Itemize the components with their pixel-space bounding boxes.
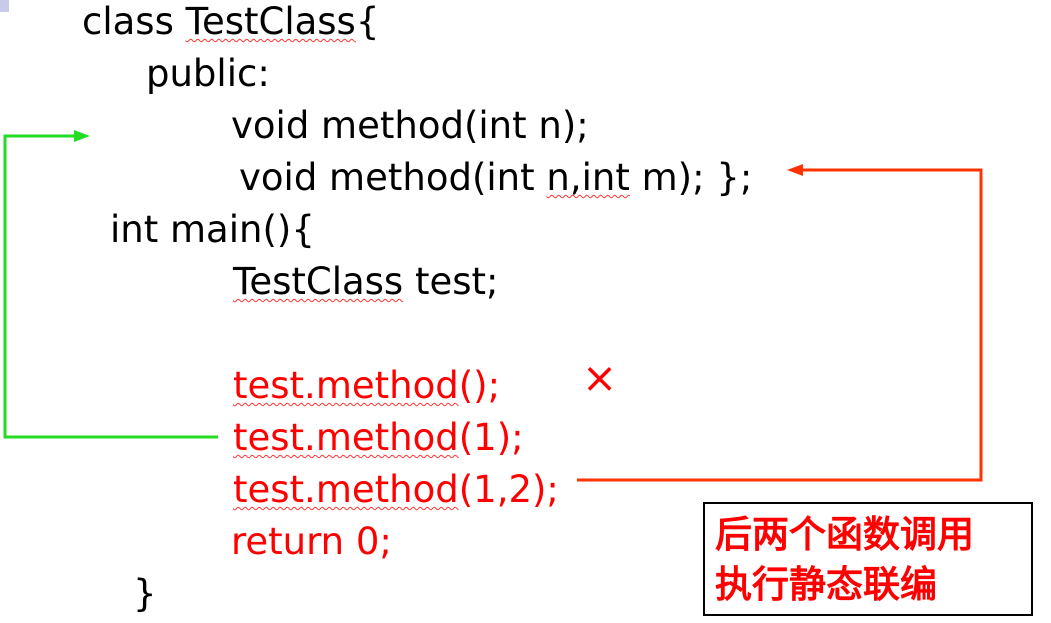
code-line-public: public: — [146, 52, 270, 95]
call-target: test.method — [233, 416, 459, 459]
green-connector-line — [3, 134, 218, 439]
orange-arrowhead-icon — [787, 164, 803, 176]
keyword-class: class — [82, 0, 186, 43]
code-line-return: return 0; — [231, 520, 392, 563]
type-name: TestClass — [233, 260, 404, 303]
code-line-class-declaration: class TestClass{ — [82, 0, 379, 44]
call-target: test.method — [233, 468, 459, 511]
class-name: TestClass — [185, 0, 356, 43]
call-target: test.method — [233, 364, 459, 407]
code-line-object-declaration: TestClass test; — [233, 260, 499, 304]
call-args: (); — [458, 364, 501, 407]
slide-bullet-accent — [0, 0, 9, 12]
green-arrowhead-icon — [74, 130, 90, 142]
error-cross-icon: × — [582, 353, 618, 402]
variable-name: test; — [403, 260, 499, 303]
static-binding-note: 后两个函数调用 执行静态联编 — [703, 502, 1033, 616]
call-args: (1); — [458, 416, 524, 459]
code-line-close-brace: } — [133, 572, 157, 615]
param-list-flagged: n,int — [546, 156, 630, 199]
orange-connector-line — [577, 168, 983, 482]
code-line-main: int main(){ — [110, 208, 315, 251]
method-signature-start: void method(int — [239, 156, 547, 199]
method-signature-end: m); }; — [629, 156, 753, 199]
note-line-2: 执行静态联编 — [715, 563, 937, 606]
code-line-call-one-arg: test.method(1); — [233, 416, 524, 460]
code-line-call-two-args: test.method(1,2); — [233, 468, 559, 512]
note-line-1: 后两个函数调用 — [715, 513, 974, 556]
open-brace: { — [355, 0, 380, 43]
call-args: (1,2); — [458, 468, 559, 511]
code-line-method-one-param: void method(int n); — [231, 104, 589, 147]
code-line-method-two-params: void method(int n,int m); }; — [239, 156, 752, 200]
code-line-call-no-args: test.method(); — [233, 364, 500, 408]
